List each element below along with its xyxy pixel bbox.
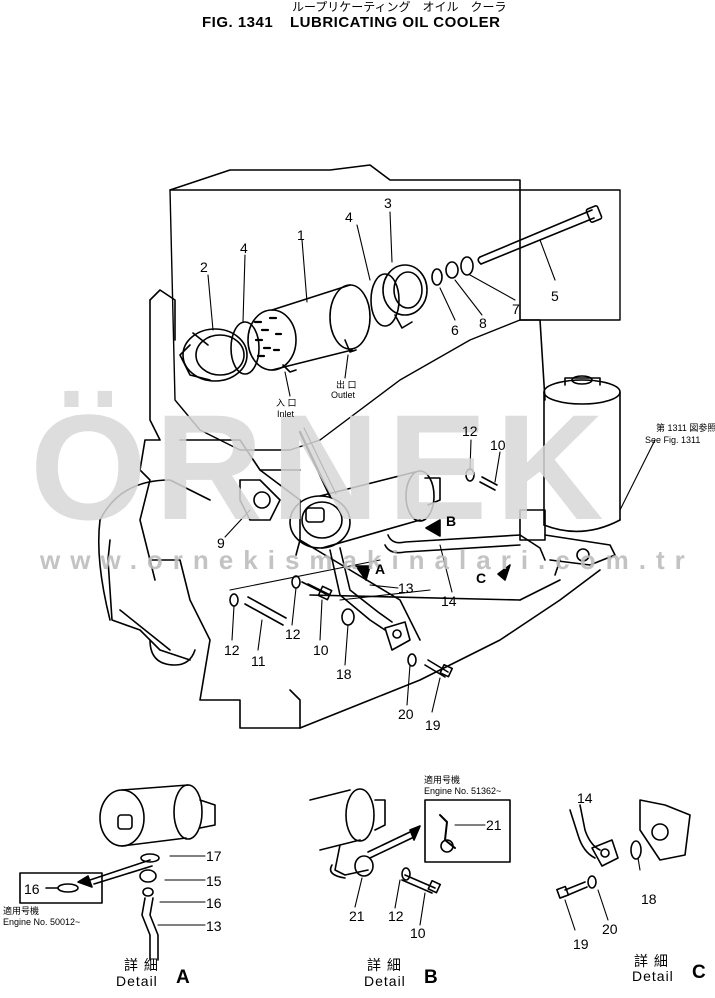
callout-10-top: 10 (490, 437, 506, 453)
detail-b-en: Detail (364, 973, 406, 989)
engine-block-outline (97, 164, 601, 729)
detail-c-jp: 詳 細 (634, 953, 669, 969)
callout-2: 2 (200, 259, 208, 275)
detail-b-callout-12: 12 (388, 908, 404, 924)
callout-9: 9 (217, 535, 225, 551)
arrow-c-marker (497, 564, 511, 581)
inset-connector (298, 430, 332, 498)
main-cooler (289, 470, 441, 556)
callout-11: 11 (251, 653, 266, 669)
washer-7 (460, 256, 474, 276)
gasket-left (230, 321, 260, 375)
detail-b-callout-21: 21 (349, 908, 365, 924)
callout-20: 20 (398, 706, 414, 722)
arrow-a-marker (355, 565, 371, 581)
callout-1: 1 (297, 227, 305, 243)
callout-12-mid: 12 (285, 626, 301, 642)
detail-b-jp: 詳 細 (367, 957, 402, 973)
cooler-body (247, 284, 371, 373)
detail-a-callout-17: 17 (206, 848, 222, 864)
watermark-brand: ÖRNEK (30, 383, 612, 551)
inlet-label: Inlet (277, 409, 295, 419)
washer-6 (431, 268, 443, 286)
detail-c-letter: C (692, 962, 706, 983)
washer-8 (445, 261, 459, 279)
callout-10-mid: 10 (313, 642, 329, 658)
see-fig-label-jp: 第 1311 図参照 (656, 423, 715, 433)
inset-panel-outline (169, 189, 621, 451)
detail-a-callout-15: 15 (206, 873, 222, 889)
callout-4-left: 4 (240, 240, 248, 256)
leader-lines-inset (207, 211, 556, 397)
detail-c-drawing (556, 799, 691, 931)
callout-12-left: 12 (224, 642, 240, 658)
detail-c-en: Detail (632, 968, 674, 984)
leader-lines-main (224, 439, 656, 713)
detail-b-box-21: 21 (486, 817, 502, 833)
callout-19: 19 (425, 717, 441, 733)
callout-3: 3 (384, 195, 392, 211)
detail-a-letter: A (176, 967, 190, 988)
detail-c-callout-14: 14 (577, 790, 593, 806)
engine-no-a-jp: 適用号機 (3, 906, 40, 916)
figure-number: FIG. 1341 (202, 14, 274, 31)
page-title: LUBRICATING OIL COOLER (290, 14, 501, 31)
outlet-label: Outlet (331, 390, 356, 400)
callout-7: 7 (512, 301, 520, 317)
callout-13: 13 (398, 580, 414, 596)
detail-a-callout-16: 16 (206, 895, 222, 911)
callout-14: 14 (441, 593, 457, 609)
detail-b-drawing (309, 788, 511, 926)
outlet-label-jp: 出 口 (336, 380, 357, 390)
end-cap-left (179, 328, 248, 382)
arrow-b-label: B (446, 513, 457, 529)
see-fig-label: See Fig. 1311 (645, 435, 701, 445)
detail-c-callout-19: 19 (573, 936, 589, 952)
callout-12-top: 12 (462, 423, 478, 439)
detail-a-jp: 詳 細 (124, 957, 159, 973)
detail-b-callout-10: 10 (410, 925, 426, 941)
detail-a-callout-13: 13 (206, 918, 222, 934)
arrow-a-label: A (375, 561, 386, 577)
arrow-c-label: C (476, 570, 487, 586)
detail-c-callout-20: 20 (602, 921, 618, 937)
callout-8: 8 (479, 315, 487, 331)
arrow-b-marker (425, 519, 441, 537)
callout-4-right: 4 (345, 209, 353, 225)
engine-no-b-jp: 適用号機 (424, 775, 461, 785)
detail-a-en: Detail (116, 973, 158, 989)
pipes (329, 534, 546, 651)
detail-b-letter: B (424, 967, 438, 988)
callout-6: 6 (451, 322, 459, 338)
watermark-url: www.ornekismakinalari.com.tr (40, 545, 695, 575)
end-cap-right (382, 264, 428, 329)
callout-18: 18 (336, 666, 352, 682)
jp-title: ループリケーティング オイル クーラ (292, 0, 507, 14)
detail-c-callout-18: 18 (641, 891, 657, 907)
gasket-right (370, 273, 400, 327)
oil-filter (519, 375, 621, 576)
inlet-label-jp: 入 口 (276, 398, 297, 408)
detail-a-box-16: 16 (24, 881, 40, 897)
engine-no-a: Engine No. 50012~ (3, 917, 81, 927)
detail-a-drawing (19, 784, 216, 961)
engine-no-b: Engine No. 51362~ (424, 786, 502, 796)
long-bolt-5 (477, 205, 603, 265)
callout-5: 5 (551, 288, 559, 304)
